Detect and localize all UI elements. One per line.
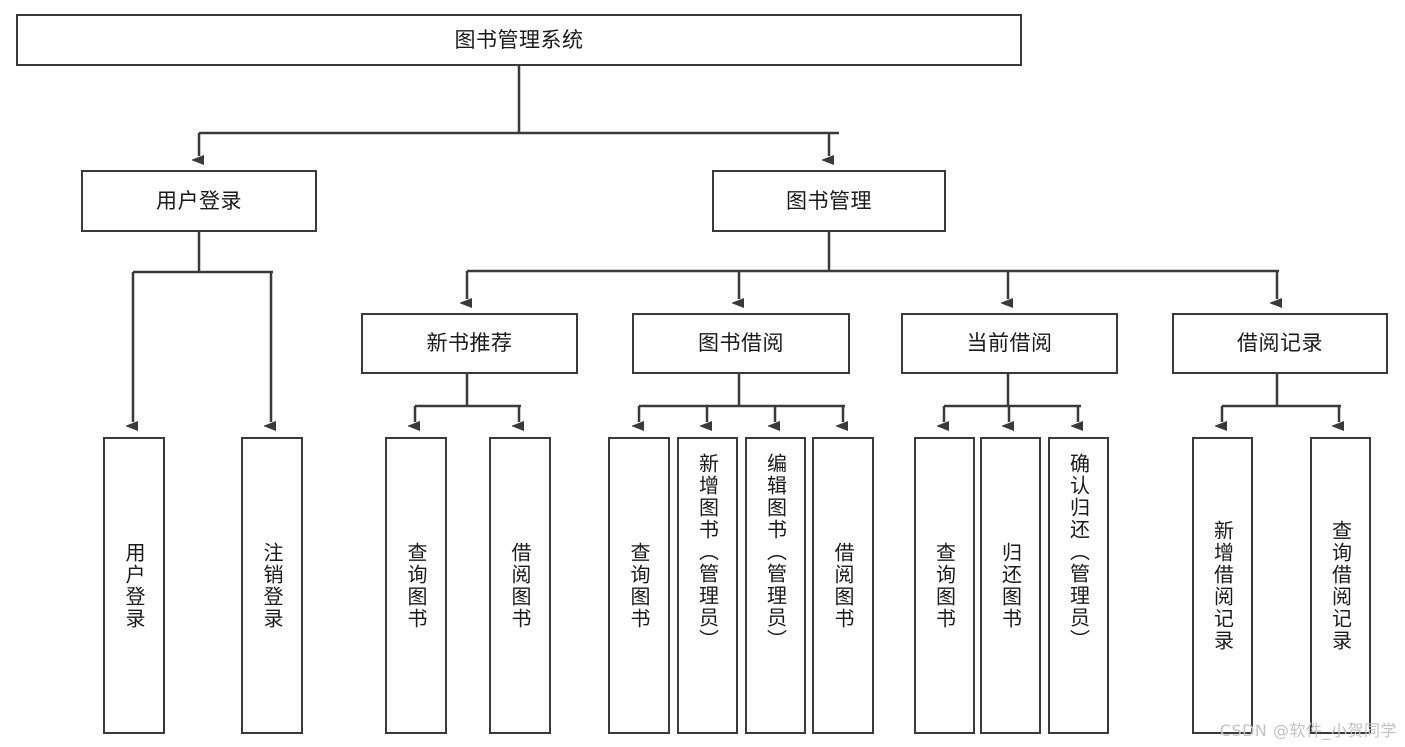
- node-label: 图书管理系统: [454, 27, 584, 52]
- node-leaf-edit-book-admin[interactable]: 编辑图书（管理员）: [745, 437, 806, 734]
- node-book-borrow[interactable]: 图书借阅: [632, 313, 850, 374]
- node-root-book-management-system[interactable]: 图书管理系统: [16, 14, 1022, 66]
- node-leaf-query-borrow-record[interactable]: 查询借阅记录: [1310, 437, 1371, 734]
- node-leaf-query-book-current[interactable]: 查询图书: [914, 437, 975, 734]
- node-label: 新书推荐: [426, 331, 513, 356]
- node-label: 借阅图书: [508, 541, 532, 630]
- node-label: 查询借阅记录: [1328, 519, 1353, 652]
- node-label: 用户登录: [156, 188, 242, 213]
- node-leaf-borrow-book-borrow[interactable]: 借阅图书: [812, 437, 874, 734]
- node-label: 归还图书: [998, 541, 1023, 630]
- node-leaf-logout[interactable]: 注销登录: [241, 437, 303, 734]
- node-label: 用户登录: [122, 541, 146, 630]
- node-borrow-record[interactable]: 借阅记录: [1172, 313, 1388, 374]
- csdn-watermark: CSDN @软件_小贺同学: [1219, 721, 1397, 740]
- node-label: 注销登录: [260, 541, 284, 630]
- node-user-login[interactable]: 用户登录: [81, 170, 317, 232]
- node-new-book-recommend[interactable]: 新书推荐: [361, 313, 578, 374]
- node-label: 借阅记录: [1237, 331, 1323, 356]
- node-leaf-add-book-admin[interactable]: 新增图书（管理员）: [677, 437, 738, 734]
- node-label: 当前借阅: [966, 331, 1053, 356]
- node-leaf-user-login[interactable]: 用户登录: [103, 437, 165, 734]
- node-leaf-return-book[interactable]: 归还图书: [980, 437, 1041, 734]
- node-label: 新增图书（管理员）: [695, 453, 720, 651]
- node-label: 借阅图书: [831, 541, 855, 630]
- node-leaf-confirm-return-admin[interactable]: 确认归还（管理员）: [1048, 437, 1109, 734]
- node-leaf-query-book-newbook[interactable]: 查询图书: [385, 437, 447, 734]
- node-label: 查询图书: [627, 541, 651, 630]
- node-leaf-add-borrow-record[interactable]: 新增借阅记录: [1192, 437, 1253, 734]
- node-label: 图书借阅: [698, 331, 784, 356]
- node-label: 新增借阅记录: [1210, 519, 1235, 652]
- node-label: 确认归还（管理员）: [1066, 453, 1091, 651]
- node-leaf-borrow-book-newbook[interactable]: 借阅图书: [489, 437, 551, 734]
- node-label: 编辑图书（管理员）: [763, 453, 788, 651]
- node-leaf-query-book-borrow[interactable]: 查询图书: [608, 437, 670, 734]
- node-current-borrow[interactable]: 当前借阅: [901, 313, 1118, 374]
- node-book-management[interactable]: 图书管理: [712, 170, 946, 232]
- node-label: 图书管理: [786, 188, 872, 213]
- node-label: 查询图书: [932, 541, 957, 630]
- node-label: 查询图书: [404, 541, 428, 630]
